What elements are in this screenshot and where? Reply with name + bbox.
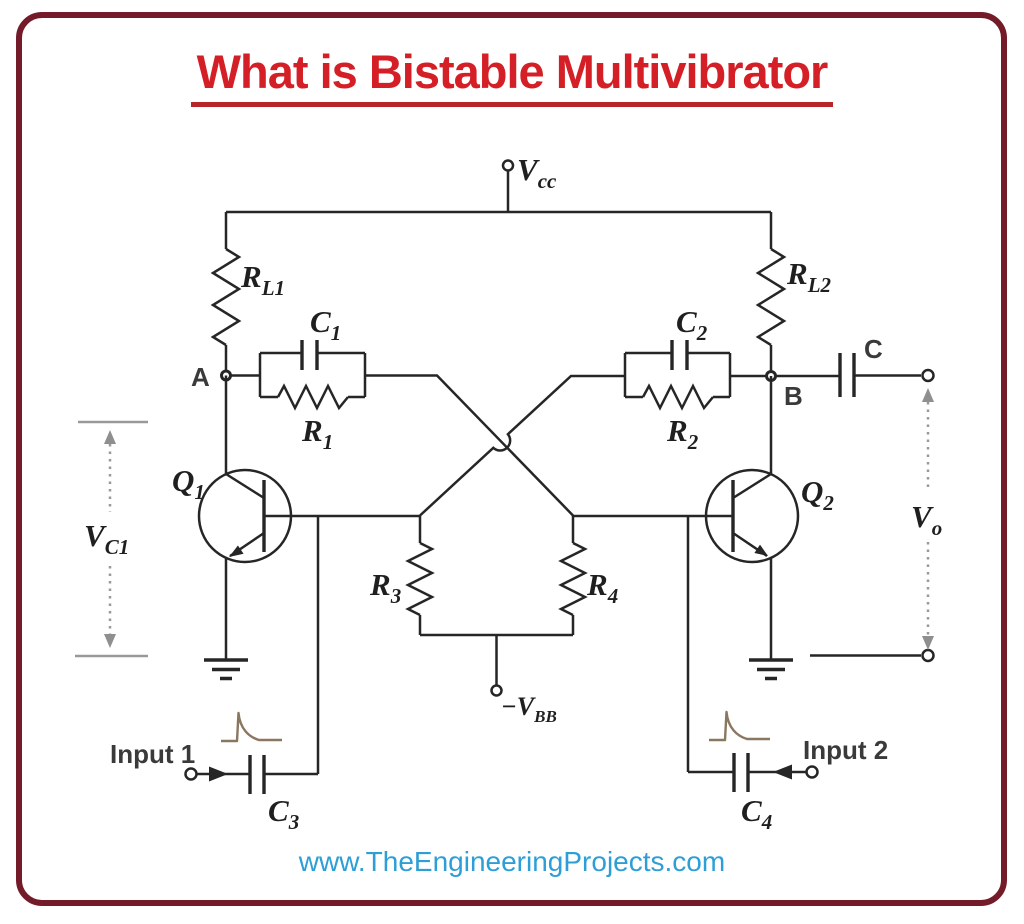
output-bottom-terminal [921,648,935,663]
vbb-terminal [490,684,503,697]
vo-arrow-up [922,388,934,402]
input1-terminal [184,767,198,781]
input1-label: Input 1 [110,739,195,769]
vc1-arrow-up [104,430,116,444]
vc1-label: VC1 [84,518,129,559]
rl1-label: RL1 [240,259,285,300]
vcc-label: Vcc [517,152,557,193]
node-b-label: B [784,381,803,411]
r3-label: R3 [369,567,401,608]
rl2-zigzag [755,247,787,347]
ground-symbol-q1 [204,658,248,681]
rl1-zigzag [210,247,242,347]
ground-symbol-q2 [749,658,793,681]
vcc-supply: Vcc [226,152,771,214]
r2-zigzag [625,383,730,411]
input1-arrow-icon [209,766,228,782]
transistor-q1: Q1 [172,375,420,681]
input2-network: Input 2 C4 [686,515,888,834]
resistor-rl2: RL2 [755,212,832,372]
input2-label: Input 2 [803,735,888,765]
output-network: C Vo [776,334,942,663]
output-top-terminal [921,368,935,383]
vc1-measurement: VC1 [75,420,148,658]
vbb-wire [420,633,573,685]
r1-label: R1 [301,413,333,454]
r3-zigzag [405,515,435,635]
input2-wire-from-base [686,515,734,774]
input2-arrow-icon [773,764,792,780]
box1-edges [258,353,367,397]
r4-zigzag [558,515,588,635]
q2-emitter-arrow [754,544,768,556]
c1-capacitor-plates [300,340,319,370]
c2-label: C2 [676,304,708,345]
q2-collector-lead [732,472,772,500]
coupling-network-c2-r2: C2 R2 [419,304,766,517]
c4-capacitor-plates [732,753,750,792]
website-link: www.TheEngineeringProjects.com [298,846,726,877]
r4-label: R4 [586,567,618,608]
vbb-label: −VBB [501,692,557,726]
q1-emitter-arrow [229,545,244,557]
vo-label: Vo [911,499,942,540]
footer-row: www.TheEngineeringProjects.com [0,846,1024,878]
input2-terminal [805,765,819,779]
trigger-pulse-icon-1 [221,711,282,743]
output-cap-label: C [864,334,883,364]
cross-couple-a-to-q2-base [365,374,574,517]
c3-capacitor-plates [248,755,266,794]
q2-label: Q2 [801,474,834,515]
input1-wire-to-base [264,515,320,776]
c4-label: C4 [741,793,772,834]
r2-label: R2 [666,413,699,454]
transistor-q2: Q2 [573,376,834,681]
c3-label: C3 [268,793,299,834]
q1-collector-lead [225,472,265,500]
trigger-pulse-icon-2 [709,710,770,742]
resistor-rl1: RL1 [210,212,285,371]
node-a-label: A [191,362,210,392]
vcc-terminal [501,159,515,172]
r1-zigzag [260,383,365,411]
vo-arrow-down [922,636,934,650]
cross-couple-b-to-q1-base [419,374,625,517]
node-a: A [191,362,232,392]
q1-label: Q1 [172,463,205,504]
page-title-row: What is Bistable Multivibrator [0,44,1024,107]
vc1-arrow-down [104,634,116,648]
coupling-network-c1-r1: C1 R1 [231,304,574,517]
c2-capacitor-plates [670,340,689,370]
c1-label: C1 [310,304,341,345]
bias-network: R3 R4 −VBB [369,515,618,726]
rl2-label: RL2 [786,256,832,297]
page-title: What is Bistable Multivibrator [190,44,834,107]
input1-network: Input 1 C3 [110,515,320,834]
c-capacitor-plates [838,353,856,397]
box2-edges [623,353,732,397]
